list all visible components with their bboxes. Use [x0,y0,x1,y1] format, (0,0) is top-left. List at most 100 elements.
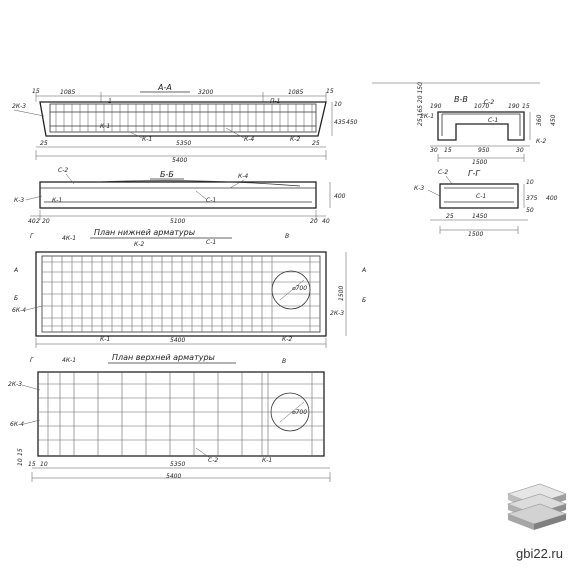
plan-upper-dim-10b: 10 [40,461,48,468]
vv-dim-190b: 190 [508,103,520,110]
plan-lower: План нижней арматуры Г В 4К-1 К-2 С-1 [12,228,366,348]
plan-lower-cut-b1: Б [14,295,18,302]
plan-upper-grid [38,372,324,456]
aa-dim-15b: 15 [326,88,334,95]
aa-dim-3200: 3200 [198,89,213,96]
section-bb-title: Б-Б [160,170,174,179]
vv-dim-15: 15 [522,103,530,110]
vv-dim-15b: 15 [444,147,452,154]
section-vv-title: В-В [454,95,468,104]
aa-dim-435: 435 [334,119,346,126]
plan-lower-cut-a2: А [361,267,366,274]
section-aa-title: А-А [157,83,172,92]
aa-dim-1085a: 1085 [60,89,75,96]
plan-upper-cut-g: Г [30,357,34,364]
vv-dim-190a: 190 [430,103,442,110]
plan-upper-dim-15a: 15 [17,448,24,456]
vv-label-2k1: 2К-1 [420,113,434,120]
plan-upper-label-6k4: 6К-4 [10,421,24,428]
vv-dim-950: 950 [478,147,490,154]
plan-upper-opening [270,392,310,432]
aa-label-1: 1 [108,98,112,105]
plan-upper-dim-diam: ⌀700 [292,409,307,416]
bb-dim-20b: 20 [310,218,318,225]
aa-dim-5350: 5350 [176,140,191,147]
aa-label-k4: К-4 [244,136,254,143]
bb-dim-2: 2 [36,218,40,225]
plan-lower-cut-a1: А [13,267,18,274]
vv-dim-30b: 30 [516,147,524,154]
plan-lower-label-c1: С-1 [206,239,216,246]
plan-lower-dim-5400: 5400 [170,337,185,344]
gg-dim-375: 375 [526,195,538,202]
plan-lower-grid [42,256,320,332]
plan-lower-label-k2b: К-2 [282,336,292,343]
plan-lower-dim-1500: 1500 [338,286,345,301]
gg-label-k3: К-3 [414,185,424,192]
aa-beam-outline [39,101,327,137]
aa-dim-10: 10 [334,101,342,108]
aa-dim-5400: 5400 [172,157,187,164]
bb-label-c2: С-2 [58,167,68,174]
gg-dim-1500: 1500 [468,231,483,238]
plan-lower-cut-v: В [285,233,289,240]
plan-lower-label-2k3: 2К-3 [330,310,344,317]
vv-dim-1070: 1070 [474,103,489,110]
vv-dim-top: 25 165 20 150 [417,82,424,126]
bb-label-k1: К-1 [52,197,62,204]
bb-label-k3: К-3 [14,197,24,204]
section-gg-title: Г-Г [468,169,480,178]
aa-dim-25b: 25 [312,140,320,147]
plan-lower-title: План нижней арматуры [94,228,195,237]
plan-upper-dim-10a: 10 [17,458,24,466]
gg-dim-25: 25 [446,213,454,220]
plan-upper-label-4k1: 4К-1 [62,357,76,364]
aa-rebar-verticals [55,104,313,132]
logo-stacked-slabs-icon [507,483,567,530]
bb-dim-40b: 40 [322,218,330,225]
gg-dim-1450: 1450 [472,213,487,220]
vv-label-k2: К-2 [536,138,546,145]
aa-label-k1b: К-1 [100,123,110,130]
bb-dim-20a: 20 [42,218,50,225]
vv-label-c1: С-1 [488,117,498,124]
plan-lower-opening [271,270,311,310]
aa-label-p1: П-1 [270,98,281,105]
gg-dim-400: 400 [546,195,558,202]
plan-lower-label-k2: К-2 [134,241,144,248]
vv-dim-30a: 30 [430,147,438,154]
aa-cage-outline [49,103,317,133]
aa-dim-15a: 15 [32,88,40,95]
plan-upper-cut-v: В [282,358,286,365]
vv-dim-1500: 1500 [472,159,487,166]
vv-label-c2: С-2 [484,99,494,106]
gg-label-c1: С-1 [476,193,486,200]
plan-upper-label-k1: К-1 [262,457,272,464]
section-vv: В-В 25 165 20 150 190 1070 190 15 С-2 2К… [372,82,557,166]
plan-lower-label-6k4: 6К-4 [12,307,26,314]
gg-outline [439,183,519,209]
aa-label-2k3: 2К-3 [12,103,26,110]
bb-label-c1: С-1 [206,197,216,204]
bb-dim-400: 400 [334,193,346,200]
plan-upper: План верхней арматуры Г В 4К-1 ⌀700 2К-3… [8,353,331,482]
aa-label-k1a: К-1 [142,136,152,143]
aa-label-k2: К-2 [290,136,300,143]
aa-dim-1085b: 1085 [288,89,303,96]
aa-dim-450: 450 [346,119,358,126]
bb-dim-40a: 40 [28,218,36,225]
gg-dim-50: 50 [526,207,534,214]
section-aa: А-А 15 1085 3200 1085 15 [12,83,358,164]
plan-lower-label-4k1: 4К-1 [62,235,76,242]
plan-upper-title: План верхней арматуры [112,353,215,362]
plan-lower-dim-diam: ⌀700 [292,285,307,292]
plan-lower-cut-b2: Б [362,297,366,304]
vv-dim-450: 450 [550,114,557,126]
bb-beam-outline [39,181,317,209]
vv-dim-360: 360 [536,114,543,126]
gg-label-c2: С-2 [438,169,448,176]
bb-label-k4: К-4 [238,173,248,180]
aa-dim-25a: 25 [40,140,48,147]
watermark-text: gbi22.ru [516,546,563,561]
